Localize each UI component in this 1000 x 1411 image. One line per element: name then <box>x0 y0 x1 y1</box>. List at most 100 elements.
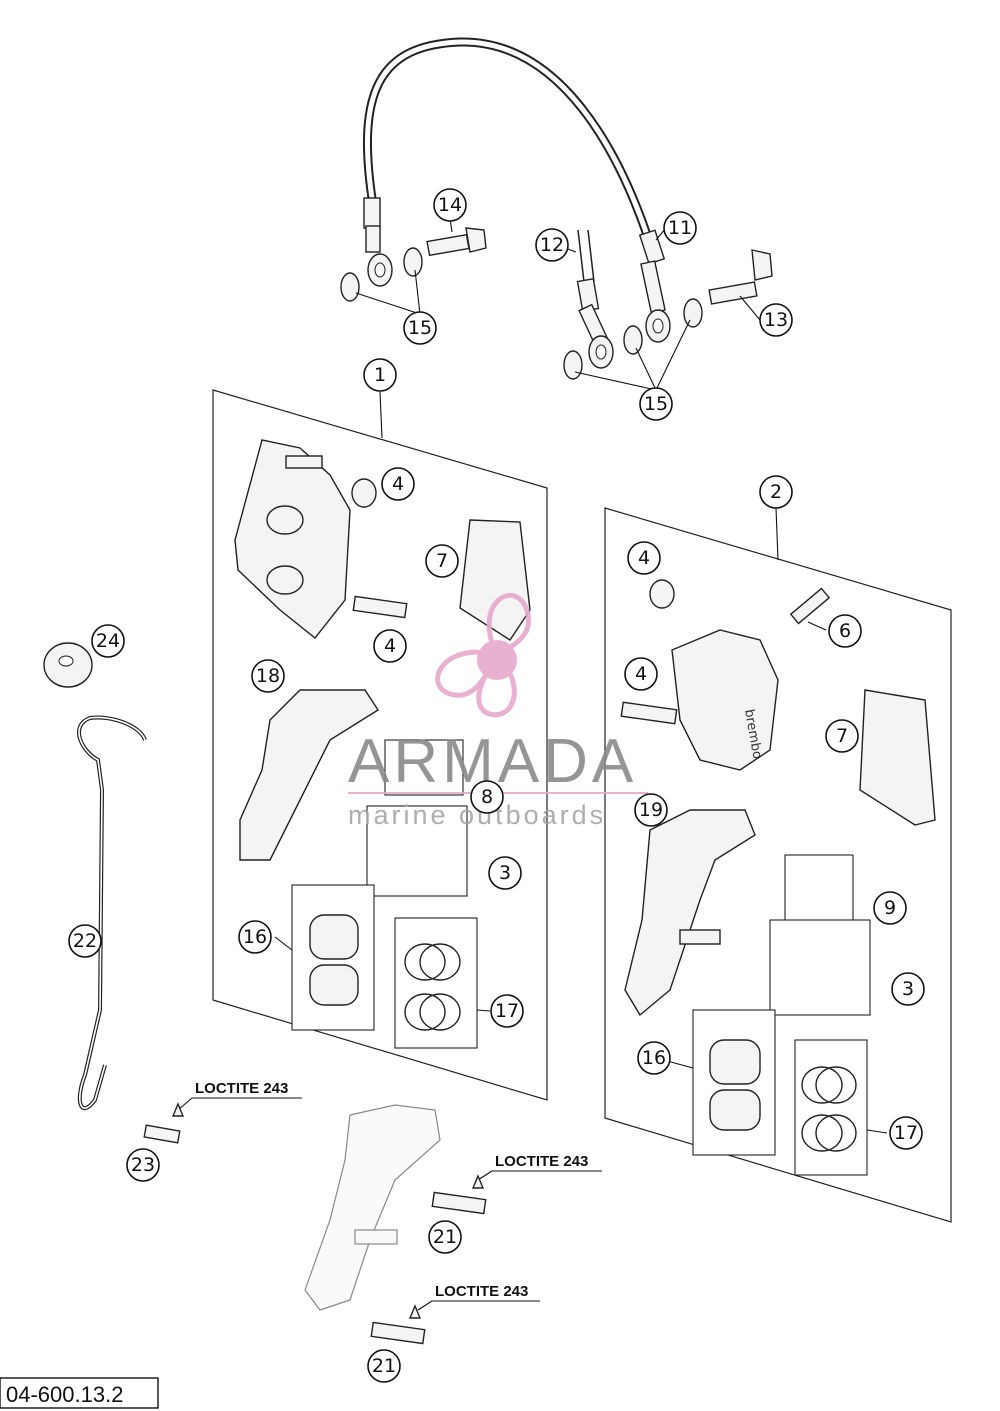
svg-text:15: 15 <box>644 393 668 415</box>
kit-box-3-left <box>366 805 468 897</box>
propeller-logo <box>435 593 532 718</box>
svg-text:4: 4 <box>635 663 647 685</box>
callout-19: 19 <box>634 793 668 827</box>
svg-text:4: 4 <box>384 635 396 657</box>
kit-box-9 <box>784 854 854 924</box>
brake-pad-7-right <box>859 689 936 826</box>
callout-16-right: 16 <box>637 1041 671 1075</box>
piston-seal-4-left-a <box>351 478 377 508</box>
svg-text:14: 14 <box>438 194 462 216</box>
screw-21-b <box>370 1321 426 1345</box>
washers-15-left <box>340 247 423 302</box>
svg-text:16: 16 <box>243 926 267 948</box>
callout-8: 8 <box>470 780 504 814</box>
kit-box-17-left <box>394 917 478 1049</box>
seals-17-right <box>801 1066 857 1152</box>
callout-21-b: 21 <box>367 1349 401 1383</box>
svg-text:4: 4 <box>638 547 650 569</box>
svg-text:4: 4 <box>392 473 404 495</box>
callout-3-right: 3 <box>891 972 925 1006</box>
svg-text:11: 11 <box>668 217 692 239</box>
svg-text:2: 2 <box>770 481 782 503</box>
callout-16-left: 16 <box>238 920 272 954</box>
brake-hose-11 <box>362 37 666 314</box>
callout-4-left-a: 4 <box>381 467 415 501</box>
banjo-bolt-13 <box>708 249 773 305</box>
callout-3-left: 3 <box>488 856 522 890</box>
callout-15-left: 15 <box>403 311 437 345</box>
callout-7-right: 7 <box>825 719 859 753</box>
callout-17-right: 17 <box>889 1116 923 1150</box>
callout-11: 11 <box>663 211 697 245</box>
banjo-bolt-14 <box>426 227 487 257</box>
callout-4-right-a: 4 <box>627 541 661 575</box>
svg-text:9: 9 <box>884 897 896 919</box>
loctite-label-3: LOCTITE 243 <box>435 1283 528 1300</box>
bleed-screw-6 <box>789 587 831 625</box>
caliper-support-bracket <box>304 1104 441 1311</box>
seals-17-left <box>404 943 461 1031</box>
svg-text:6: 6 <box>839 620 851 642</box>
callout-13: 13 <box>759 303 793 337</box>
svg-text:19: 19 <box>639 799 663 821</box>
callout-18: 18 <box>251 659 285 693</box>
callout-24: 24 <box>91 624 125 658</box>
svg-text:21: 21 <box>372 1355 396 1377</box>
piston-seal-4-right-a <box>649 579 675 609</box>
loctite-note-2: LOCTITE 243 <box>471 1153 602 1189</box>
caliper-right: brembo <box>671 629 779 771</box>
diagram-code: 04-600.13.2 <box>6 1382 123 1407</box>
washers-15-right <box>563 298 703 380</box>
screw-21-a <box>431 1191 487 1215</box>
callout-12: 12 <box>535 228 569 262</box>
svg-text:7: 7 <box>836 725 848 747</box>
pistons-16-left <box>309 914 359 1006</box>
brake-hose-12 <box>576 229 608 345</box>
svg-text:21: 21 <box>433 1226 457 1248</box>
pistons-16-right <box>709 1039 761 1131</box>
screw-23 <box>143 1124 181 1144</box>
caliper-bracket-19 <box>624 809 756 1017</box>
callout-22: 22 <box>68 924 102 958</box>
svg-text:22: 22 <box>73 930 97 952</box>
callout-4-right-b: 4 <box>624 657 658 691</box>
svg-text:8: 8 <box>481 786 493 808</box>
callout-4-left-b: 4 <box>373 629 407 663</box>
caliper-left <box>234 439 351 639</box>
svg-text:23: 23 <box>131 1154 155 1176</box>
bolt-4-left-b <box>352 595 408 619</box>
svg-text:18: 18 <box>256 665 280 687</box>
svg-text:15: 15 <box>408 317 432 339</box>
loctite-label-2: LOCTITE 243 <box>495 1153 588 1170</box>
svg-text:12: 12 <box>540 234 564 256</box>
loctite-label-1: LOCTITE 243 <box>195 1080 288 1097</box>
svg-text:16: 16 <box>642 1047 666 1069</box>
loctite-note-1: LOCTITE 243 <box>171 1080 302 1117</box>
callout-1: 1 <box>363 358 397 392</box>
grommet-24 <box>43 642 93 688</box>
callout-17-left: 17 <box>490 994 524 1028</box>
callout-7-left: 7 <box>425 544 459 578</box>
callout-9: 9 <box>873 891 907 925</box>
svg-text:3: 3 <box>902 978 914 1000</box>
svg-text:3: 3 <box>499 862 511 884</box>
callout-2: 2 <box>759 475 793 509</box>
callout-14: 14 <box>433 188 467 222</box>
armada-watermark: ARMADA marine outboards <box>348 593 648 830</box>
wire-clip-22 <box>77 715 147 1110</box>
diagram-code-box: 04-600.13.2 <box>0 1377 159 1409</box>
caliper-bracket-18 <box>239 689 379 861</box>
loctite-note-3: LOCTITE 243 <box>408 1283 540 1319</box>
svg-text:1: 1 <box>374 364 386 386</box>
kit-box-8 <box>384 739 464 796</box>
callout-21-a: 21 <box>428 1220 462 1254</box>
svg-text:13: 13 <box>764 309 788 331</box>
callout-15-right: 15 <box>639 387 673 421</box>
bolt-4-right-b <box>620 701 678 725</box>
svg-text:24: 24 <box>96 630 120 652</box>
callout-23: 23 <box>126 1148 160 1182</box>
svg-text:17: 17 <box>495 1000 519 1022</box>
brake-pad-7-left <box>459 519 531 641</box>
kit-box-3-right <box>769 919 871 1016</box>
